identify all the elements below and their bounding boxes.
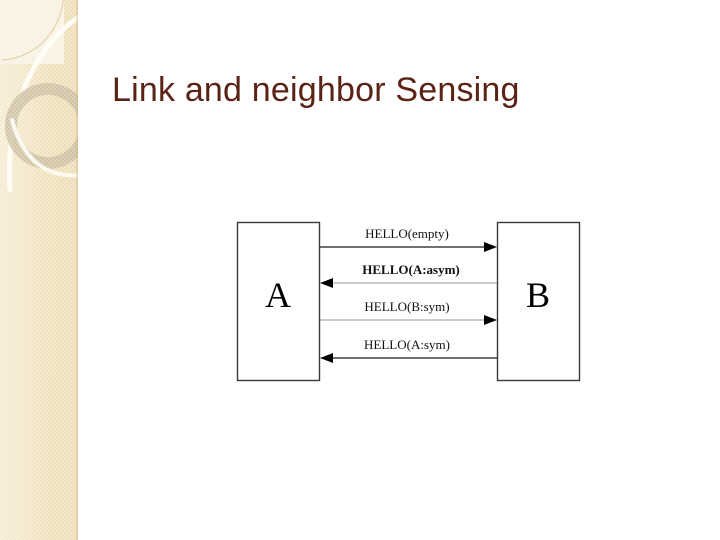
sidebar-white-arc-lower-icon — [10, 118, 78, 178]
message-label-4: HELLO(A:sym) — [364, 337, 450, 352]
message-arrow-3: HELLO(B:sym) — [320, 299, 497, 325]
message-arrow-1: HELLO(empty) — [320, 226, 497, 252]
node-label-b: B — [526, 275, 550, 315]
sidebar-texture — [0, 0, 78, 540]
arrowhead-left-4-icon — [320, 353, 333, 363]
arrowhead-right-3-icon — [484, 315, 497, 325]
sequence-diagram: A B HELLO(empty) HELLO(A:asym) HELLO(B:s… — [225, 210, 595, 395]
sidebar-white-arc-icon — [6, 14, 78, 193]
message-label-2: HELLO(A:asym) — [362, 262, 460, 277]
node-label-a: A — [265, 275, 291, 315]
sequence-diagram-svg: A B HELLO(empty) HELLO(A:asym) HELLO(B:s… — [236, 221, 581, 382]
sidebar-square-shape — [0, 0, 64, 64]
message-arrow-4: HELLO(A:sym) — [320, 337, 497, 363]
sidebar-ring-icon — [5, 83, 78, 169]
page-title: Link and neighbor Sensing — [112, 70, 520, 109]
message-label-3: HELLO(B:sym) — [364, 299, 449, 314]
node-box-b — [496, 221, 581, 382]
sidebar-decoration-shapes — [0, 0, 78, 193]
sidebar-edge — [75, 0, 78, 540]
arrowhead-right-1-icon — [484, 242, 497, 252]
decorative-sidebar — [0, 0, 78, 540]
node-box-a — [236, 221, 321, 382]
message-arrow-2: HELLO(A:asym) — [320, 262, 497, 288]
message-label-1: HELLO(empty) — [365, 226, 449, 241]
arrowhead-left-2-icon — [320, 278, 333, 288]
sidebar-thin-arc-icon — [1, 0, 64, 61]
